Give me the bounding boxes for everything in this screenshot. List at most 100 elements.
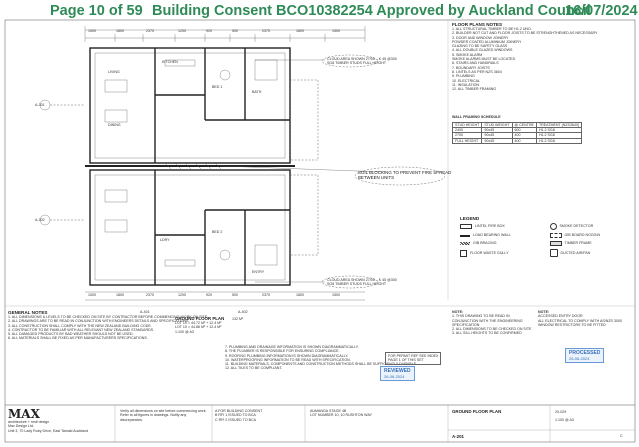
note-line: 5. ALL DAMAGED PRODUCTS BY BAD WEATHER S… — [8, 332, 134, 337]
notes-right: NOTE: 1. THIS DRAWING TO BE READ IN CONJ… — [452, 310, 532, 336]
room-label-kitchen: KITCHEN — [162, 60, 178, 64]
legend: LEGEND LINTEL FIRE BOX SMOKE DETECTOR LO… — [460, 216, 635, 257]
section-tag-a301: A-301 — [35, 103, 45, 107]
dim-bottom-5: 920 — [206, 293, 212, 297]
drawing-number: A-201 — [452, 434, 464, 439]
dim-bottom-8: 1800 — [296, 293, 304, 297]
job-number: 20-029 — [555, 410, 567, 414]
dim-bottom-4: 1200 — [178, 293, 186, 297]
legend-item: LINTEL FIRE BOX — [460, 223, 546, 230]
note-line: 1. ALL STRUCTURAL TIMBER TO BE H1.2 UNO. — [452, 27, 532, 31]
dim-top-4: 1200 — [178, 29, 186, 33]
room-label-entry: ENTRY — [252, 270, 265, 274]
legend-item: LOAD BEARING WALL — [460, 233, 546, 238]
processed-stamp: PROCESSED 26-06-2024 — [565, 348, 605, 363]
callout-bottom: CLOUD AREA SHOWN 27/05 – K 45 @300 SG8 T… — [327, 278, 397, 287]
firm-logo: MAX — [8, 407, 40, 421]
reviewed-stamp: REVIEWED 26-06-2024 — [380, 366, 415, 381]
note-line: 1. ALL DIMENSIONS & LEVELS TO BE CHECKED… — [8, 315, 209, 319]
approval-date: 16/07/2024 — [565, 3, 638, 19]
legend-item: GIB BOARD NOGGIN — [549, 233, 636, 238]
dim-bottom-7: 2370 — [262, 293, 270, 297]
dim-top-5: 920 — [206, 29, 212, 33]
project-name: AUMANGA STAGE 4B LOT NUMBER 10, 10 RUSHT… — [310, 409, 372, 418]
approval-title: Building Consent BCO10382254 Approved by… — [152, 3, 591, 19]
legend-item: SMOKE DETECTOR — [549, 223, 636, 230]
note-line: 6. STAIRS AND HANDRAILS — [452, 61, 499, 66]
general-notes: GENERAL NOTES 1. ALL DIMENSIONS & LEVELS… — [8, 310, 218, 341]
legend-title: LEGEND — [460, 216, 480, 221]
firm-address: Max Design Ltd. Unit 3, 70 Lady Ruby Dri… — [8, 424, 89, 433]
plan-title-block: GROUND FLOOR PLAN LOT 10 = 44.72 M² + 12… — [175, 316, 224, 334]
table-cell: 400 — [511, 137, 537, 144]
load-bearing-wall-icon — [460, 234, 470, 237]
note-line: 2. BUILDER NOT CUT AND FLOOR JOISTS TO B… — [452, 31, 598, 36]
floor-waste-icon — [460, 249, 467, 257]
room-label-bed2: BED 2 — [212, 230, 223, 234]
table-header: TREATMENT (NZS3640) — [535, 121, 583, 129]
room-label-dining: DINING — [108, 123, 121, 127]
dim-top-3: 2370 — [146, 29, 154, 33]
note-line: 2. ALL DRAWINGS ARE TO BE READ IN CONJUN… — [8, 319, 190, 324]
smoke-detector-icon — [549, 223, 557, 230]
note-line: 3. ALL CONSTRUCTION SHALL COMPLY WITH TH… — [8, 323, 152, 328]
drawing-title: GROUND FLOOR PLAN — [452, 409, 502, 414]
callout-fire-blocking: SOIL BLOCKING TO PREVENT FIRE SPREAD BET… — [358, 170, 452, 180]
ground-floor-plan — [39, 26, 445, 301]
note-line: 9. ROOFING PLUMBING INFORMATION IS SHOWN… — [225, 353, 349, 358]
note-line: 6. ALL MATERIALS SHALL BE FIXED AS PER M… — [8, 336, 148, 341]
legend-item: TIMBER FRAME — [549, 241, 636, 246]
revision: C — [620, 434, 623, 438]
general-notes-title: GENERAL NOTES — [8, 310, 48, 315]
disclaimer: Verify all dimensions on site before com… — [120, 409, 207, 422]
note-line: POWDER COATED ALUMINIUM JOINERY — [452, 39, 522, 44]
table-header: STUD HEIGHT — [451, 121, 483, 129]
note-line: 12. ALL TILES TO BE COMPLIANT. — [225, 366, 283, 371]
general-notes-col2: 7. PLUMBING AND DRAINAGE INFORMATION IS … — [225, 345, 418, 371]
table-header: @ CENTRE — [511, 121, 537, 129]
room-label-laundry: LDRY — [160, 238, 170, 242]
note-line: 10. WATERPROOFING INFORMATION TO BE READ… — [225, 357, 351, 362]
table-cell: H1.2 SG8 — [535, 137, 583, 144]
note-line: 12. ALL TIMBER FRAMING — [452, 87, 497, 92]
dim-top-2: 1800 — [116, 29, 124, 33]
note-line: 5. SMOKE ALARM — [452, 52, 483, 57]
section-tag-a402: A-402 — [238, 310, 248, 314]
room-label-living: LIVING — [108, 70, 120, 74]
legend-item: DUCTED AIR/FAN — [549, 249, 636, 257]
note-line: 9. PLUMBING — [452, 74, 475, 79]
section-tag-a401: A-401 — [140, 310, 150, 314]
note-line: 10. ELECTRICAL — [452, 78, 481, 83]
dim-bottom-3: 2370 — [146, 293, 154, 297]
dim-top-8: 1800 — [296, 29, 304, 33]
firm-tagline: architecture + resit design — [8, 420, 50, 424]
table-cell: FULL HEIGHT — [451, 137, 483, 144]
wall-framing-title: WALL FRAMING SCHEDULE — [452, 115, 501, 120]
dim-top-7: 2370 — [262, 29, 270, 33]
legend-item: GIB BRACING — [460, 241, 546, 246]
firm-logo-block: MAX architecture + resit design Max Desi… — [8, 408, 88, 433]
note-line: 7. BOUNDARY JOISTS — [452, 65, 490, 70]
room-label-bed1: BED 1 — [212, 85, 223, 89]
plan-scale: 1:100 @ A3 — [175, 329, 194, 334]
note-line: GLAZING TO BE SAFETY GLASS — [452, 44, 508, 49]
note-line: SMOKE ALARMS MUST BE LOCATED — [452, 57, 516, 62]
fan-icon — [549, 249, 558, 257]
floor-plan-notes-title: FLOOR PLANS NOTES — [452, 22, 503, 27]
plan-lot-info-2: LOT 10 = 44.86 M² + 12.4 M² — [175, 325, 222, 330]
note-line: 8. THE PLUMBER IS RESPONSIBLE FOR ENSURI… — [225, 349, 340, 354]
issue-list: A FOR BUILDING CONSENT B RFI 1 ISSUED TO… — [215, 409, 263, 422]
dim-bottom-6: 500 — [232, 293, 238, 297]
note-line: 7. PLUMBING AND DRAINAGE INFORMATION IS … — [225, 345, 359, 349]
notes-right-2: NOTE: ACCESSED ENTRY DOOR ALL ELECTRICAL… — [538, 310, 622, 327]
dim-bottom-2: 1800 — [116, 293, 124, 297]
callout-top: CLOUD AREA SHOWN 27/05 – K 45 @300 SG8 T… — [327, 57, 397, 66]
room-label-bath: BATH — [252, 90, 262, 94]
scale-box: 1:100 @ A3 — [555, 418, 574, 422]
note-line: 4. CONTRACTOR TO BE FAMILIAR WITH ALL RE… — [8, 327, 155, 332]
floor-plan-notes: FLOOR PLANS NOTES 1. ALL STRUCTURAL TIMB… — [451, 22, 632, 144]
note-line: 11. BUILDING MATERIALS, COMPONENTS AND C… — [225, 362, 418, 367]
